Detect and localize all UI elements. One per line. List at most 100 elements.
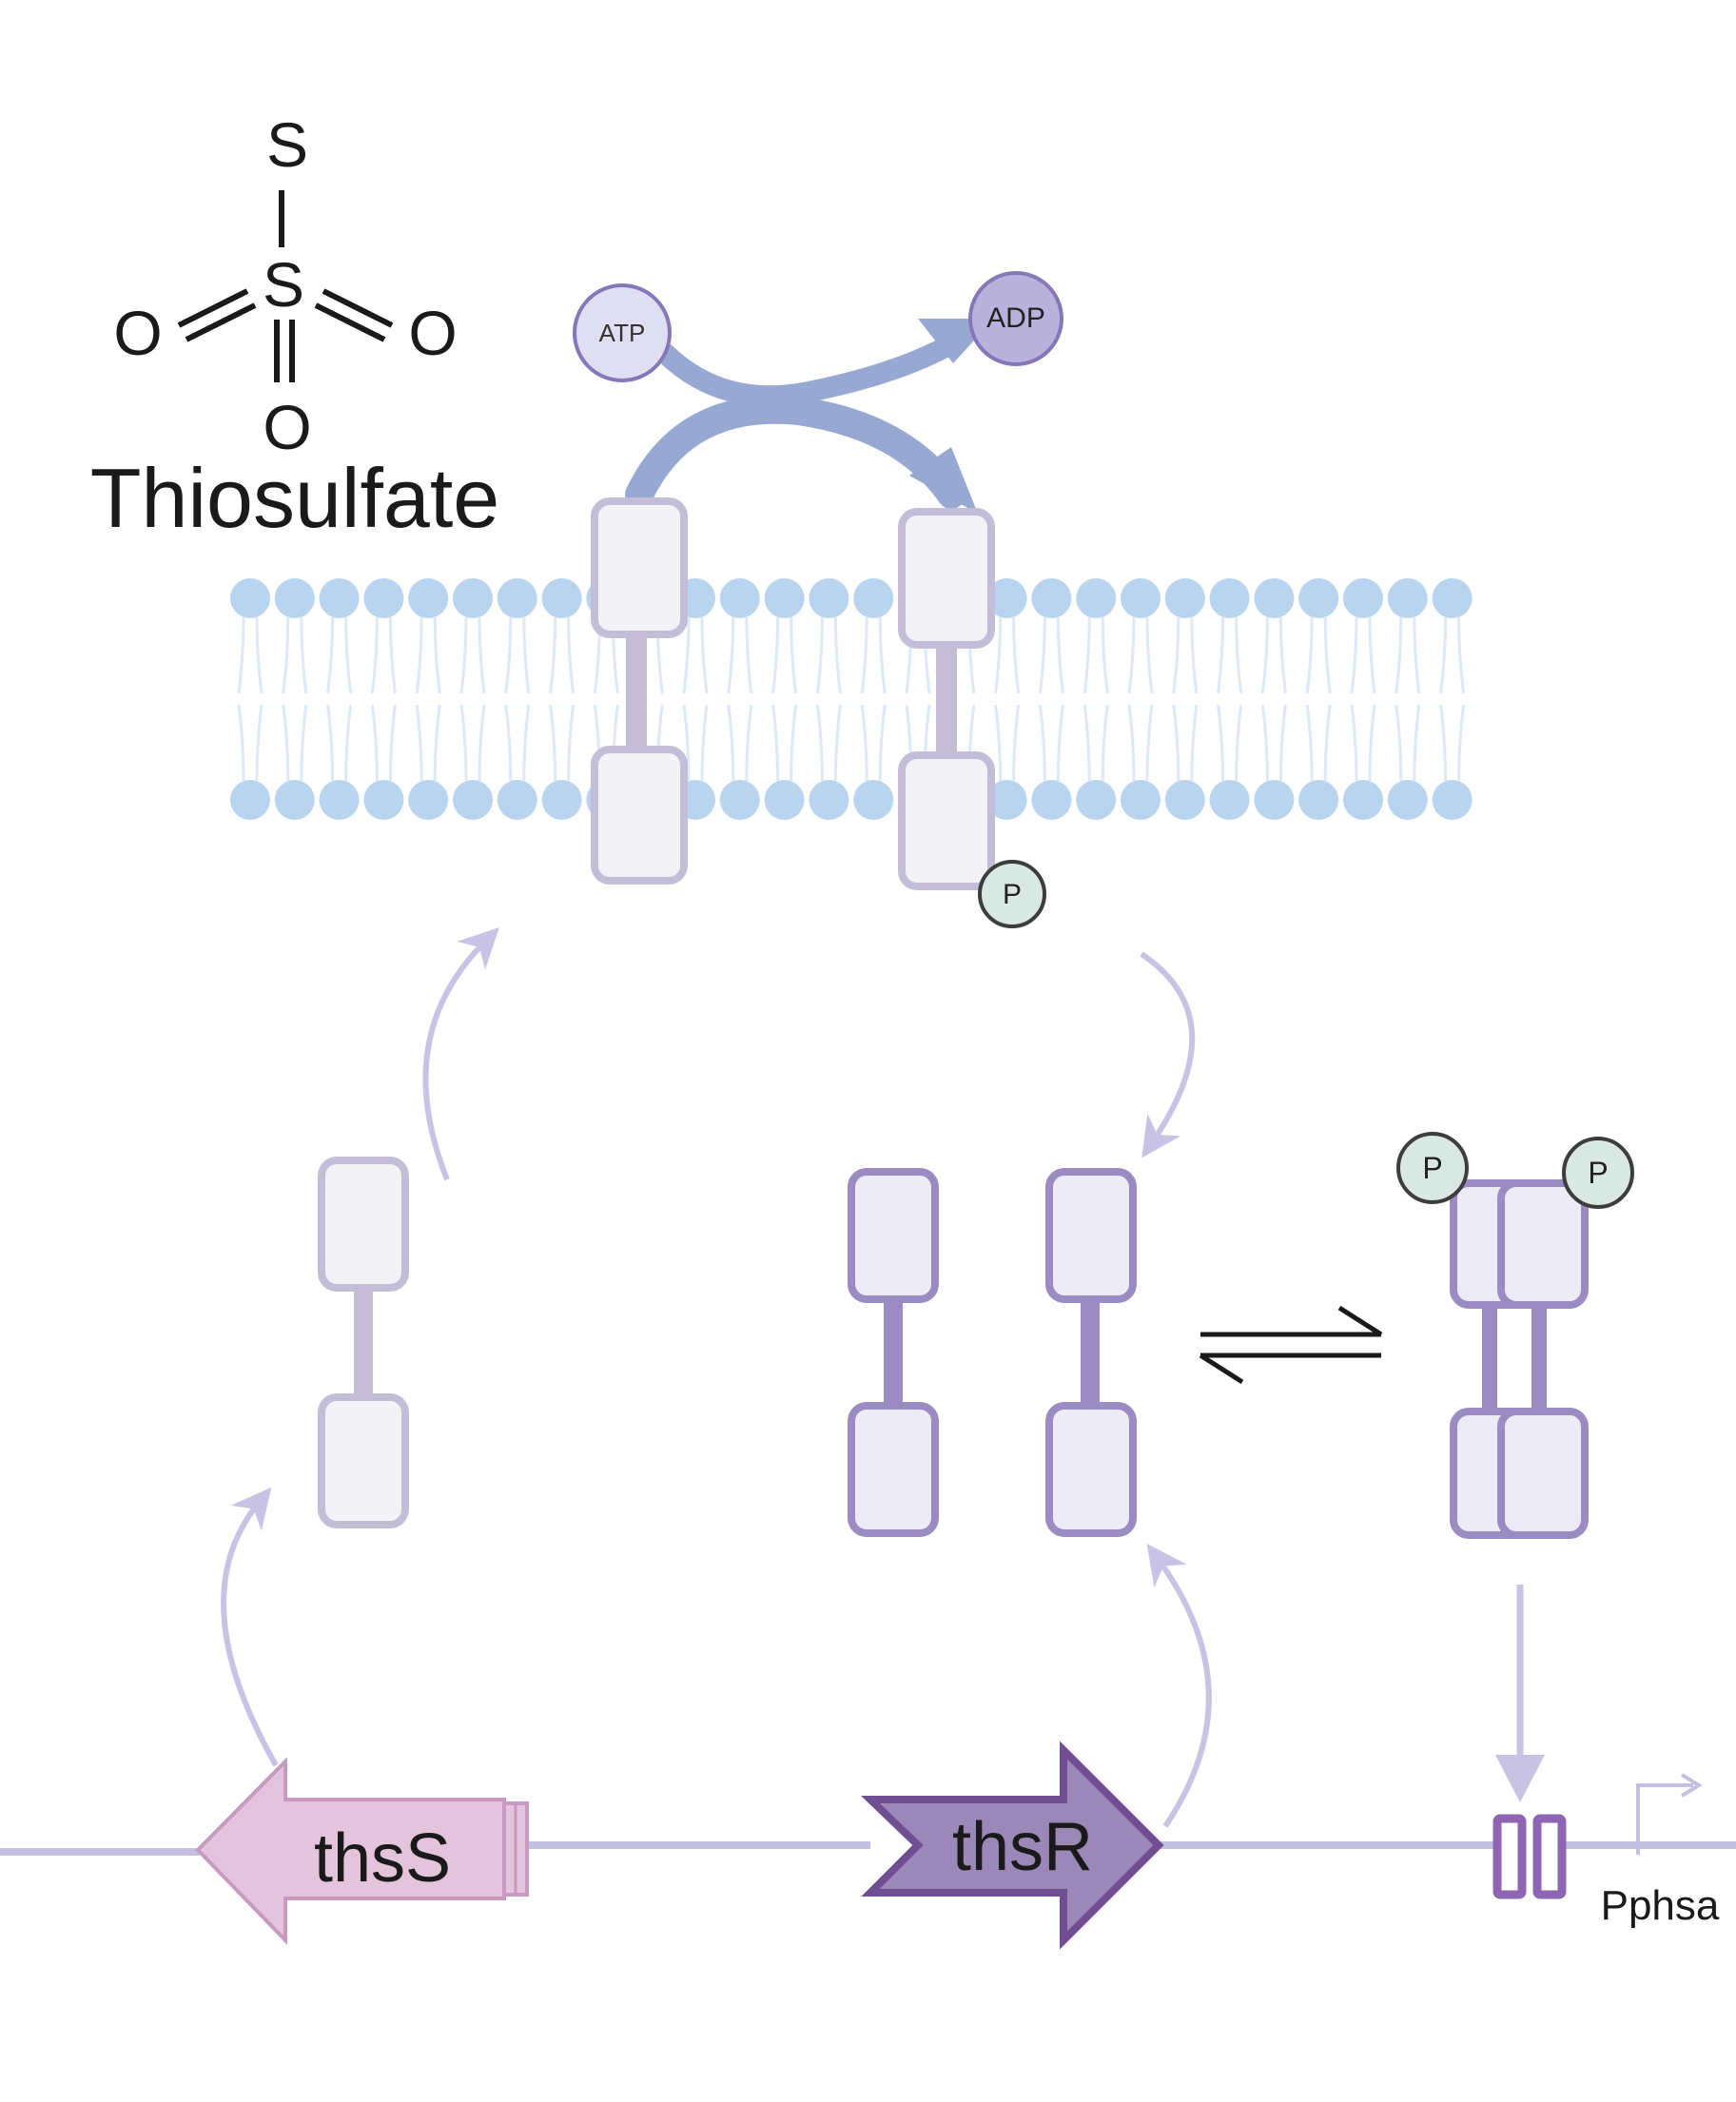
lipid-tail	[1305, 704, 1314, 782]
bond-double-left-a	[177, 288, 249, 328]
phospho-label: P	[1422, 1151, 1442, 1185]
lipid-head	[1254, 780, 1295, 820]
response-regulator-left	[848, 1168, 939, 1537]
lipid-tail	[433, 704, 441, 782]
flow-arrows	[221, 927, 1545, 1828]
lipid-tail	[1190, 616, 1199, 694]
arrow-phosphotransfer-to-regulator	[1140, 951, 1196, 1158]
lipid-head	[274, 780, 315, 820]
lipid-tail	[522, 616, 531, 694]
phospho-group-dimer-right	[1562, 1137, 1634, 1209]
phospho-label: P	[1003, 879, 1022, 910]
lipid-tail	[833, 704, 842, 782]
lipid-tail	[1127, 704, 1136, 782]
lipid-tail	[255, 704, 263, 782]
lipid-head	[1343, 578, 1383, 618]
lipid-tail	[1127, 616, 1136, 694]
dna-track	[0, 1841, 1736, 1856]
gene-thsR-label: thsR	[952, 1809, 1093, 1885]
lipid-tail	[326, 704, 335, 782]
lipid-tail	[790, 616, 798, 694]
lipid-tail	[370, 616, 379, 694]
lipid-head	[809, 578, 849, 618]
phosphorylated-regulator-dimer: P P	[1396, 1132, 1634, 1539]
lipid-tail	[1145, 704, 1154, 782]
lipid-head	[764, 780, 805, 820]
lipid-tail	[1235, 616, 1243, 694]
lipid-head	[1164, 780, 1205, 820]
lipid-head	[1031, 780, 1072, 820]
lipid-tail	[549, 616, 557, 694]
lipid-tail	[326, 616, 335, 694]
lipid-tail	[567, 704, 575, 782]
lipid-tail	[1012, 704, 1021, 782]
lipid-head	[853, 780, 894, 820]
lipid-tail	[549, 704, 557, 782]
lipid-head	[1298, 780, 1339, 820]
promoter-pphsa: Pphsa	[1601, 1773, 1720, 1929]
phospho-group-dimer-left	[1396, 1132, 1469, 1204]
thiosulfate-structure: S S O O O Thiosulfate	[90, 109, 499, 545]
lipid-tail	[1323, 704, 1332, 782]
phospho-label: P	[1588, 1156, 1608, 1190]
lipid-tail	[1457, 616, 1466, 694]
lipid-tail	[878, 704, 887, 782]
lipid-tail	[1350, 704, 1358, 782]
lipid-tail	[478, 616, 486, 694]
lipid-tail	[237, 616, 245, 694]
lipid-head	[319, 780, 360, 820]
atom-bottom-o: O	[263, 392, 311, 462]
lipid-head	[1432, 780, 1473, 820]
molecule-name: Thiosulfate	[90, 451, 499, 545]
lipid-tail	[300, 616, 308, 694]
lipid-tail	[388, 616, 397, 694]
lipid-tail	[1235, 704, 1243, 782]
lipid-tail	[1083, 704, 1091, 782]
lipid-tail	[727, 704, 735, 782]
lipid-tail	[478, 704, 486, 782]
lipid-tail	[682, 616, 691, 694]
arrow-thsR-to-protein	[1146, 1544, 1212, 1828]
lipid-tail	[1172, 616, 1180, 694]
lipid-tail	[433, 616, 441, 694]
lipid-head	[1209, 578, 1250, 618]
lipid-tail	[878, 616, 887, 694]
atom-top-s: S	[266, 109, 308, 180]
lipid-tail	[1038, 704, 1046, 782]
bond-double-right-a	[322, 288, 394, 328]
lipid-tail	[1350, 616, 1358, 694]
lipid-tail	[1278, 704, 1287, 782]
lipid-head	[453, 578, 493, 618]
lipid-tail	[1101, 616, 1109, 694]
lipid-tail	[700, 704, 709, 782]
lipid-tail	[1278, 616, 1287, 694]
lipid-tail	[815, 616, 824, 694]
lipid-tail	[1101, 704, 1109, 782]
lipid-head	[1121, 780, 1161, 820]
lipid-tail	[344, 704, 353, 782]
response-regulator-right	[1045, 1168, 1137, 1537]
lipid-head	[1298, 578, 1339, 618]
lipid-tail	[745, 616, 753, 694]
lipid-tail	[1038, 616, 1046, 694]
lipid-tail	[994, 616, 1003, 694]
gene-thsR: thsR	[861, 1741, 1164, 1950]
lipid-tail	[282, 704, 290, 782]
lipid-tail	[370, 704, 379, 782]
lipid-tail	[1056, 616, 1064, 694]
lipid-tail	[504, 704, 513, 782]
lipid-head	[363, 780, 404, 820]
lipid-tail	[1083, 616, 1091, 694]
bond-double-right-b	[314, 302, 386, 342]
lipid-head	[1164, 578, 1205, 618]
lipid-head	[1432, 578, 1473, 618]
lipid-head	[1343, 780, 1383, 820]
atom-right-o: O	[408, 298, 457, 368]
lipid-tail	[771, 704, 780, 782]
lipid-head	[408, 578, 449, 618]
lipid-tail	[237, 704, 245, 782]
lipid-tail	[1323, 616, 1332, 694]
lipid-tail	[459, 616, 468, 694]
lipid-tail	[504, 616, 513, 694]
